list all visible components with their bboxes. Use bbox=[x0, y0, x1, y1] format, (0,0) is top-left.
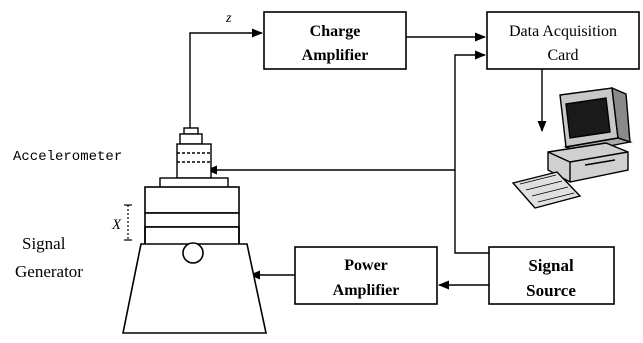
signal-generator-label-line1: Signal bbox=[22, 234, 66, 253]
displacement-marker bbox=[124, 204, 132, 241]
connection-lines bbox=[189, 28, 547, 290]
daq-card-label-line1: Data Acquisition bbox=[509, 23, 617, 40]
daq-card-label-line2: Card bbox=[547, 47, 578, 64]
charge-amplifier-label-line2: Amplifier bbox=[302, 47, 369, 64]
signal-source-label-line2: Source bbox=[526, 281, 576, 300]
signal-source-to-daq-arrow bbox=[454, 50, 489, 254]
power-amplifier-box: Power Amplifier bbox=[294, 246, 438, 305]
signal-source-label-line1: Signal bbox=[528, 256, 574, 275]
charge-amplifier-box: Charge Amplifier bbox=[263, 11, 407, 70]
power-amplifier-label-line2: Amplifier bbox=[333, 282, 400, 299]
charge-amplifier-label-line1: Charge bbox=[310, 23, 361, 40]
power-amplifier-label-line1: Power bbox=[344, 257, 388, 274]
shaker-icon bbox=[122, 186, 267, 334]
displacement-label: X bbox=[111, 217, 122, 233]
signal-source-box: Signal Source bbox=[488, 246, 615, 305]
accelerometer-label: Accelerometer bbox=[13, 149, 122, 165]
signal-generator-label-line2: Generator bbox=[15, 262, 83, 281]
accelerometer-sensor-icon bbox=[159, 127, 229, 189]
signal-z-label: z bbox=[225, 11, 232, 26]
accelerometer-to-charge-amplifier-arrow bbox=[189, 28, 264, 128]
computer-icon bbox=[511, 86, 633, 209]
data-acquisition-card-box: Data Acquisition Card bbox=[486, 11, 640, 70]
